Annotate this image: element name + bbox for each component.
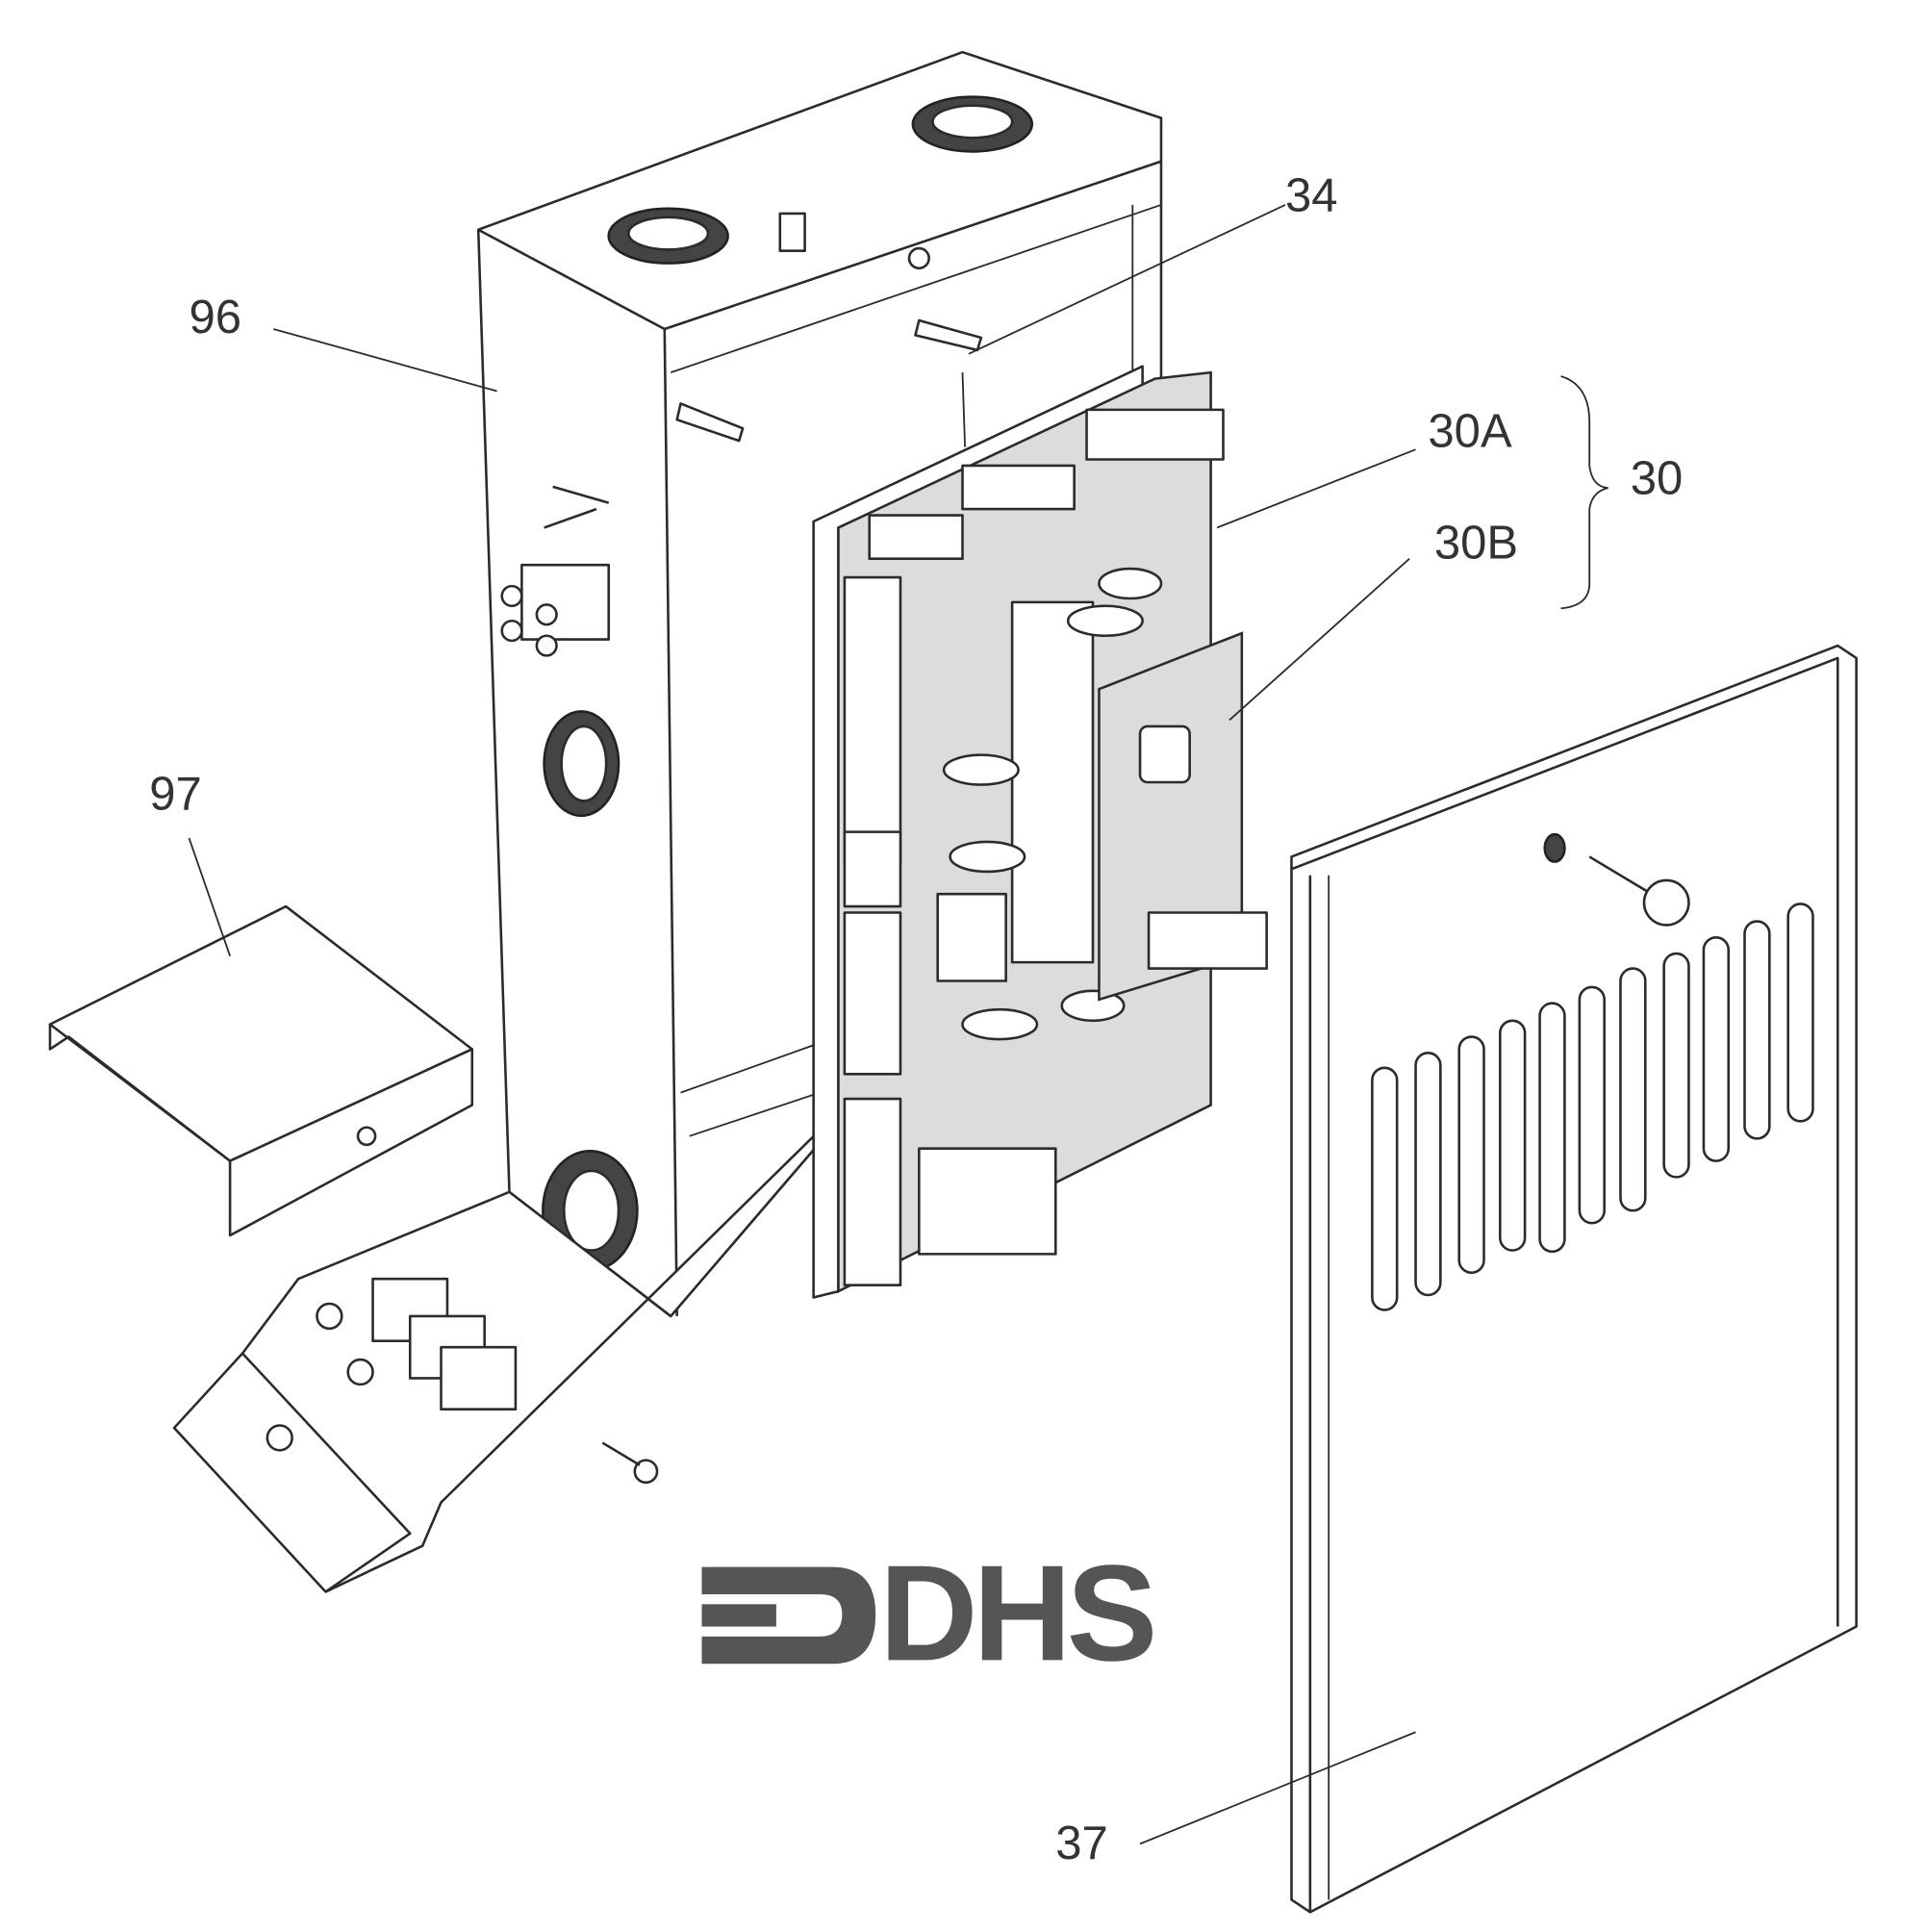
- leader-lines: [188, 204, 1608, 1845]
- label-37: 37: [1055, 1818, 1108, 1869]
- label-30: 30: [1631, 453, 1684, 505]
- circuit-board-30a: [812, 365, 1225, 1299]
- label-34: 34: [1285, 169, 1338, 221]
- logo-text: DHS: [879, 1537, 1153, 1690]
- label-30a: 30A: [1428, 406, 1512, 458]
- circuit-board-30b: [1098, 631, 1268, 1002]
- dhs-logo: DHS: [701, 1537, 1158, 1690]
- vent-slots: [1371, 902, 1814, 1311]
- label-30b: 30B: [1434, 518, 1518, 570]
- cover-bracket-97: [48, 904, 474, 1237]
- label-96: 96: [190, 292, 242, 343]
- label-97: 97: [149, 768, 202, 820]
- front-cover-37: [1290, 644, 1858, 1914]
